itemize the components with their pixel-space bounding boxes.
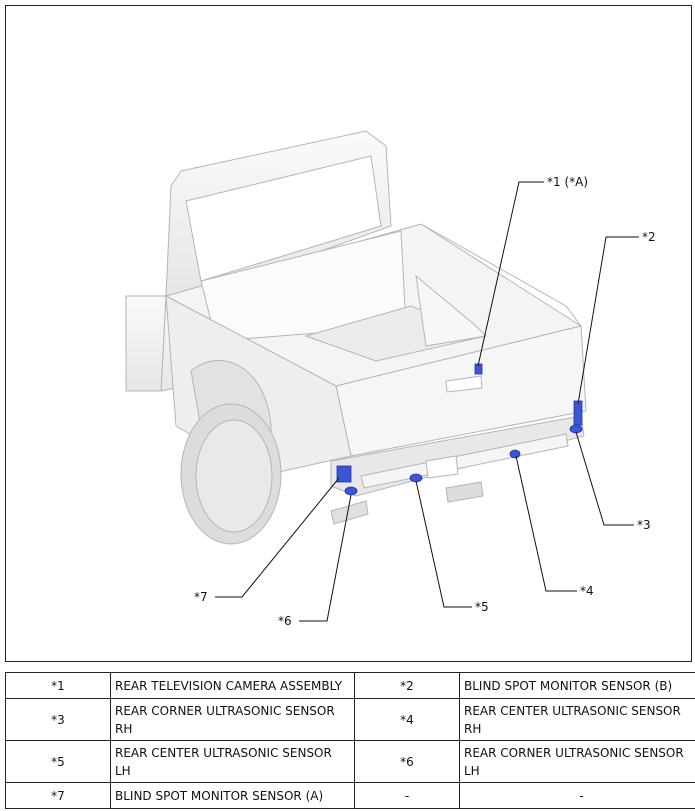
legend-number: *3 (5, 698, 111, 741)
left-side-body (165, 295, 352, 545)
rear-center-sensor-rh-marker (509, 449, 521, 459)
legend-number: *2 (354, 672, 460, 699)
callout-2: *2 (642, 230, 656, 244)
callout-5: *5 (475, 600, 489, 614)
callout-7: *7 (194, 590, 208, 604)
legend-row: *5 REAR CENTER ULTRASONIC SENSOR LH *6 R… (5, 740, 695, 783)
diagram-frame: *1 (*A) *2 *3 *4 *5 *6 *7 (5, 5, 692, 662)
bsm-sensor-a-marker (336, 465, 352, 483)
rear-center-sensor-lh-marker (409, 473, 423, 483)
rear-corner-sensor-lh-marker (344, 486, 358, 496)
highlighted-sensors (336, 363, 583, 496)
legend-description: REAR CENTER ULTRASONIC SENSOR LH (110, 740, 355, 783)
legend-description: - (459, 782, 695, 809)
legend-description: REAR CENTER ULTRASONIC SENSOR RH (459, 698, 695, 741)
callout-1: *1 (*A) (547, 175, 588, 189)
legend-description: REAR TELEVISION CAMERA ASSEMBLY (110, 672, 355, 699)
legend-number: - (354, 782, 460, 809)
legend-description: REAR CORNER ULTRASONIC SENSOR RH (110, 698, 355, 741)
legend-description: BLIND SPOT MONITOR SENSOR (B) (459, 672, 695, 699)
callout-6: *6 (278, 614, 292, 628)
leader-lines (215, 181, 639, 622)
legend-number: *7 (5, 782, 111, 809)
legend-table: *1 REAR TELEVISION CAMERA ASSEMBLY *2 BL… (5, 672, 695, 809)
legend-row: *1 REAR TELEVISION CAMERA ASSEMBLY *2 BL… (5, 672, 695, 699)
legend-row: *3 REAR CORNER ULTRASONIC SENSOR RH *4 R… (5, 698, 695, 741)
legend-description: REAR CORNER ULTRASONIC SENSOR LH (459, 740, 695, 783)
bsm-sensor-b-marker (573, 400, 583, 426)
callout-3: *3 (637, 518, 651, 532)
legend-number: *1 (5, 672, 111, 699)
truck-rear-diagram: *1 (*A) *2 *3 *4 *5 *6 *7 (125, 130, 656, 628)
legend-number: *5 (5, 740, 111, 783)
legend-number: *4 (354, 698, 460, 741)
legend-number: *6 (354, 740, 460, 783)
rear-corner-sensor-rh-marker (569, 424, 583, 434)
legend-row: *7 BLIND SPOT MONITOR SENSOR (A) - - (5, 782, 695, 809)
legend-description: BLIND SPOT MONITOR SENSOR (A) (110, 782, 355, 809)
callout-4: *4 (580, 584, 594, 598)
truck-bed (164, 223, 583, 387)
